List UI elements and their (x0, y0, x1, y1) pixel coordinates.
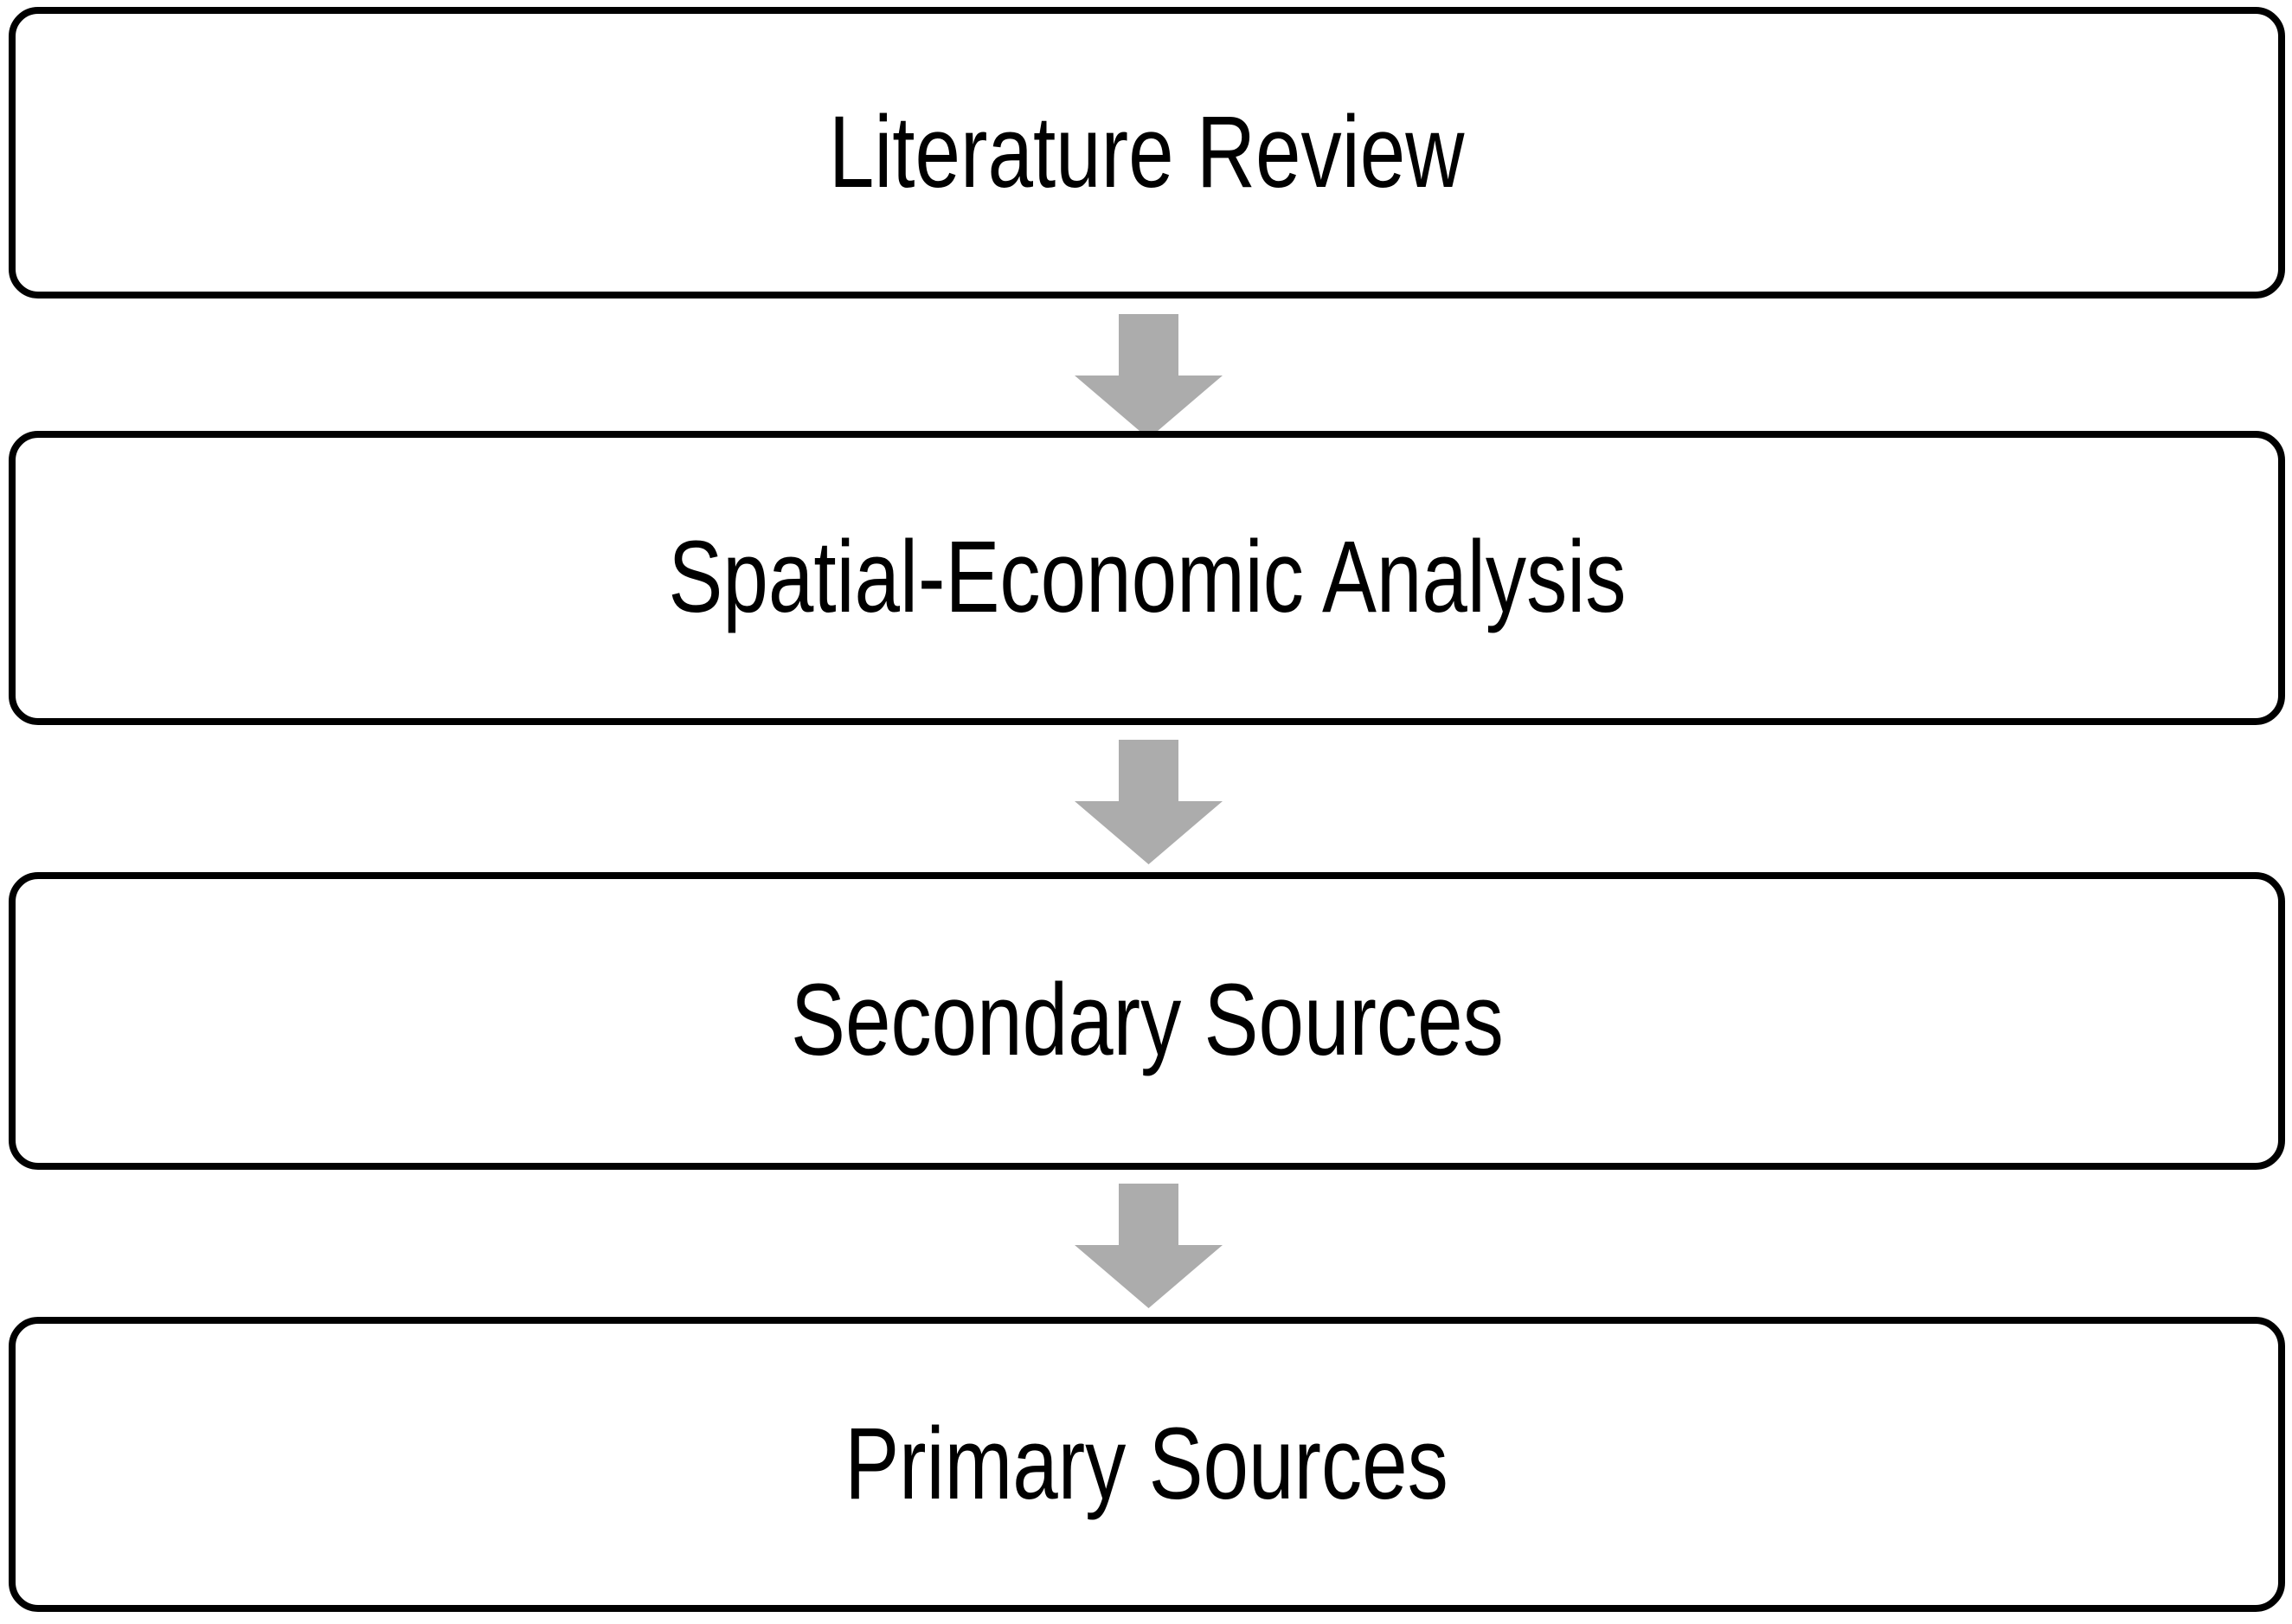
flow-node-spatial-economic-analysis[interactable]: Spatial-Economic Analysis (9, 431, 2285, 725)
down-arrow-icon (1075, 1184, 1223, 1308)
flow-node-secondary-sources[interactable]: Secondary Sources (9, 872, 2285, 1170)
flow-node-label: Spatial-Economic Analysis (667, 520, 1627, 635)
flow-node-literature-review[interactable]: Literature Review (9, 7, 2285, 298)
down-arrow-icon (1075, 314, 1223, 439)
flow-node-label: Secondary Sources (790, 963, 1504, 1078)
flow-node-label: Primary Sources (844, 1406, 1449, 1521)
flow-node-primary-sources[interactable]: Primary Sources (9, 1317, 2285, 1612)
flow-node-label: Literature Review (829, 94, 1465, 209)
down-arrow-icon (1075, 740, 1223, 864)
